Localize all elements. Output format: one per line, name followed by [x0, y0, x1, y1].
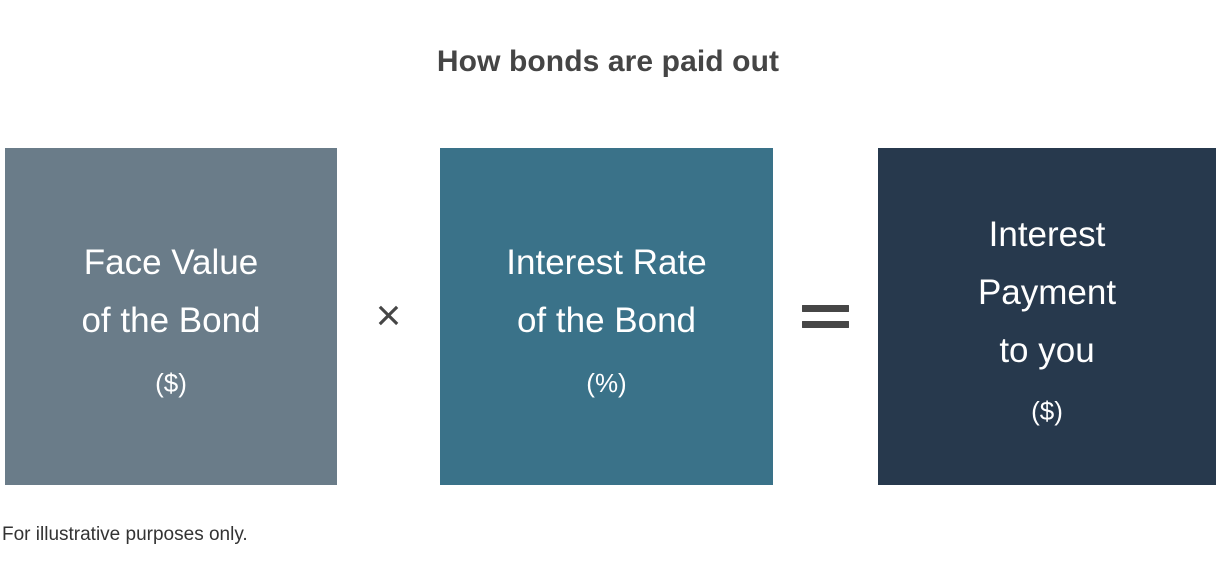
equals-sign-icon: [773, 148, 878, 485]
term-box-interest-rate: Interest Rate of the Bond (%): [440, 148, 773, 485]
term-box-interest-payment: Interest Payment to you ($): [878, 148, 1216, 485]
term-unit-interest-rate: (%): [586, 367, 627, 398]
term-unit-interest-payment: ($): [1031, 395, 1063, 426]
footnote-text: For illustrative purposes only.: [2, 524, 248, 545]
equals-glyph: [802, 305, 849, 328]
term-label-interest-rate: Interest Rate of the Bond: [506, 242, 707, 340]
term-label-face-value: Face Value of the Bond: [81, 242, 261, 340]
term-label-interest-payment: Interest Payment to you: [977, 214, 1117, 370]
page-title: How bonds are paid out: [436, 45, 780, 78]
formula-row: Face Value of the Bond ($) × Interest Ra…: [0, 148, 1216, 485]
multiplication-sign-icon: ×: [337, 148, 440, 485]
term-unit-face-value: ($): [155, 367, 187, 398]
equals-bar-bottom: [802, 321, 849, 328]
multiplication-glyph: ×: [375, 290, 402, 340]
term-box-face-value: Face Value of the Bond ($): [5, 148, 337, 485]
equals-bar-top: [802, 305, 849, 312]
